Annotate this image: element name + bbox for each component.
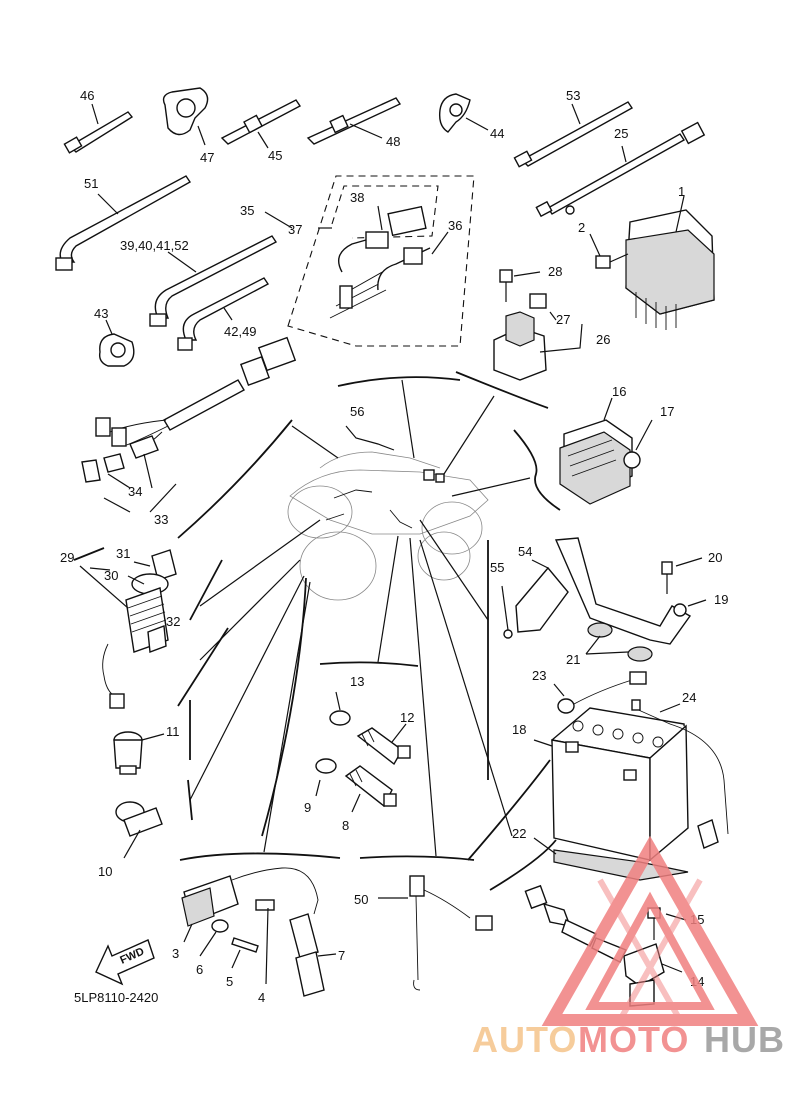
part-clip-44 — [438, 93, 489, 133]
part-cable-tie-39 — [149, 235, 278, 327]
fwd-arrow-icon: FWD — [95, 939, 155, 986]
label-23: 23 — [532, 668, 546, 683]
label-13: 13 — [350, 674, 364, 689]
label-7: 7 — [338, 948, 345, 963]
part-bolt-2 — [589, 233, 629, 269]
label-8: 8 — [342, 818, 349, 833]
label-21: 21 — [566, 652, 580, 667]
part-switch-12 — [315, 691, 411, 813]
label-55: 55 — [490, 560, 504, 575]
label-36: 36 — [448, 218, 462, 233]
label-27: 27 — [556, 312, 570, 327]
label-22: 22 — [512, 826, 526, 841]
label-56: 56 — [350, 404, 364, 419]
part-rectifier-16 — [559, 397, 653, 505]
label-2: 2 — [578, 220, 585, 235]
label-20: 20 — [708, 550, 722, 565]
label-17: 17 — [660, 404, 674, 419]
watermark-logo: AUTO MOTO HUB — [472, 835, 785, 1060]
part-sensor-50 — [378, 875, 493, 991]
label-39-40-41-52: 39,40,41,52 — [120, 238, 189, 253]
part-wire-harness-33 — [81, 336, 297, 513]
part-sensor-11 — [113, 731, 165, 775]
part-sensor-10 — [115, 801, 163, 859]
leader-lines — [177, 371, 561, 891]
label-5: 5 — [226, 974, 233, 989]
label-53: 53 — [566, 88, 580, 103]
label-19: 19 — [714, 592, 728, 607]
part-cable-tie-51 — [55, 175, 192, 271]
label-47: 47 — [200, 150, 214, 165]
vehicle-silhouette — [287, 425, 489, 601]
part-battery-18 — [533, 671, 729, 881]
label-10: 10 — [98, 864, 112, 879]
label-6: 6 — [196, 962, 203, 977]
part-lead-25 — [535, 121, 706, 218]
part-ignition-coil-3 — [181, 867, 337, 997]
label-12: 12 — [400, 710, 414, 725]
part-cable-tie-45 — [220, 99, 302, 149]
label-34: 34 — [128, 484, 142, 499]
part-clamp-43 — [98, 319, 135, 367]
label-26: 26 — [596, 332, 610, 347]
label-44: 44 — [490, 126, 504, 141]
label-1: 1 — [678, 184, 685, 199]
part-cable-tie-42 — [177, 277, 270, 351]
part-cable-tie-46 — [63, 103, 134, 154]
label-28: 28 — [548, 264, 562, 279]
label-3: 3 — [172, 946, 179, 961]
label-16: 16 — [612, 384, 626, 399]
label-33: 33 — [154, 512, 168, 527]
callout-labels: 46 47 45 48 44 53 25 51 35 37 38 36 1 2 … — [60, 88, 728, 1005]
label-37: 37 — [288, 222, 302, 237]
label-9: 9 — [304, 800, 311, 815]
label-25: 25 — [614, 126, 628, 141]
label-30: 30 — [104, 568, 118, 583]
label-35: 35 — [240, 203, 254, 218]
label-54: 54 — [518, 544, 532, 559]
label-18: 18 — [512, 722, 526, 737]
part-cable-tie-48 — [306, 97, 402, 145]
relay-assembly-box — [264, 175, 475, 347]
label-48: 48 — [386, 134, 400, 149]
watermark-auto: AUTO — [472, 1019, 577, 1060]
label-43: 43 — [94, 306, 108, 321]
label-45: 45 — [268, 148, 282, 163]
label-29: 29 — [60, 550, 74, 565]
diagram-code: 5LP8110-2420 — [74, 990, 158, 1005]
label-24: 24 — [682, 690, 696, 705]
label-11: 11 — [166, 724, 180, 739]
label-4: 4 — [258, 990, 265, 1005]
watermark-triangle-icon — [541, 835, 759, 1026]
part-cable-tie-53 — [513, 101, 634, 168]
label-50: 50 — [354, 892, 368, 907]
label-32: 32 — [166, 614, 180, 629]
part-starter-relay-26 — [493, 269, 583, 381]
label-51: 51 — [84, 176, 98, 191]
watermark-hub: HUB — [704, 1019, 785, 1060]
part-clamp-47 — [162, 87, 209, 146]
label-42-49: 42,49 — [224, 324, 257, 339]
label-38: 38 — [350, 190, 364, 205]
watermark-moto: MOTO — [578, 1019, 689, 1060]
label-31: 31 — [116, 546, 130, 561]
part-bracket-54 — [501, 537, 707, 662]
part-main-switch-29 — [73, 547, 177, 709]
part-cdi-unit-1 — [625, 195, 715, 330]
label-46: 46 — [80, 88, 94, 103]
